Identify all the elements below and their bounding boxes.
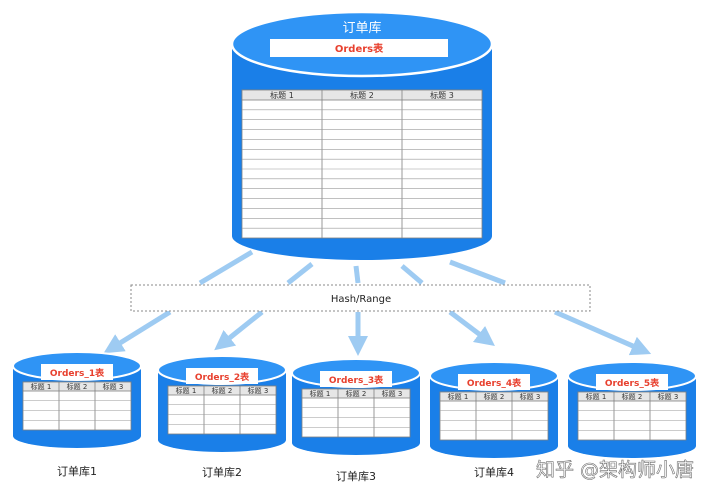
shard-1-column-header: 标题 3 [103,382,124,391]
shard-2-column-header: 标题 3 [248,386,269,395]
shard-table-title: Orders_5表 [605,377,660,389]
shard-4-column-header: 标题 1 [448,392,469,401]
shard-5-header-row [577,391,687,402]
shard-table-title-box [458,374,530,390]
main-column-header: 标题 3 [430,90,454,100]
shard-table-title-box [41,364,113,380]
shard-4-header-row [439,391,549,402]
shard-label: 订单库1 [57,465,97,478]
router-label: Hash/Range [331,294,391,305]
shard-1-header-row [22,381,132,392]
main-header-row [241,89,483,101]
shard-1-column-header: 标题 1 [31,382,52,391]
arrow-to-shard [214,310,264,351]
main-database: 订单库 Orders表 标题 1 标题 2 标题 3 [230,10,494,260]
shard-table-title: Orders_3表 [329,374,384,386]
shard-table-title-box [320,371,392,387]
shard-2-column-header: 标题 2 [212,386,233,395]
shard-3-header-row [301,388,411,399]
shard-3-column-header: 标题 2 [346,389,367,398]
arrow-to-shard [103,309,172,354]
main-table-title-box [270,39,448,57]
arrow-from-main [353,265,361,284]
main-db-label: 订单库 [342,20,381,36]
main-column-header: 标题 1 [270,90,294,100]
shard-5-column-header: 标题 1 [586,392,607,401]
main-table [241,89,483,239]
shard-label: 订单库3 [336,470,376,483]
arrow-from-main [286,262,314,285]
shard-4-column-header: 标题 2 [484,392,505,401]
shard-4-column-header: 标题 3 [520,392,541,401]
arrow-from-main [198,249,254,286]
main-column-header: 标题 2 [350,90,374,100]
shard-table-title: Orders_4表 [467,377,522,389]
shard-1-column-header: 标题 2 [67,382,88,391]
watermark: 知乎 @架构师小唐 [536,459,694,481]
shard-3-column-header: 标题 3 [382,389,403,398]
shard-2-header-row [167,385,277,396]
arrow-from-main [400,264,424,285]
arrow-to-shard [553,309,652,356]
shard-label: 订单库2 [202,466,242,479]
shard-5-column-header: 标题 3 [658,392,679,401]
main-table-grid: 标题 1 标题 2 标题 3 [241,89,483,239]
main-table-title: Orders表 [335,42,384,55]
shard-table-title-box [596,374,668,390]
shard-table-title: Orders_1表 [50,367,105,379]
shard-label: 订单库4 [474,466,514,479]
arrows [103,249,652,356]
shard-3-column-header: 标题 1 [310,389,331,398]
shard-5-column-header: 标题 2 [622,392,643,401]
router-box: Hash/Range [130,284,591,312]
shard-2-column-header: 标题 1 [176,386,197,395]
arrow-to-shard [448,310,495,347]
router-rect [130,284,591,312]
shard-table-title: Orders_2表 [195,371,250,383]
shard-table-title-box [186,368,258,384]
arrow-from-main [449,259,506,286]
